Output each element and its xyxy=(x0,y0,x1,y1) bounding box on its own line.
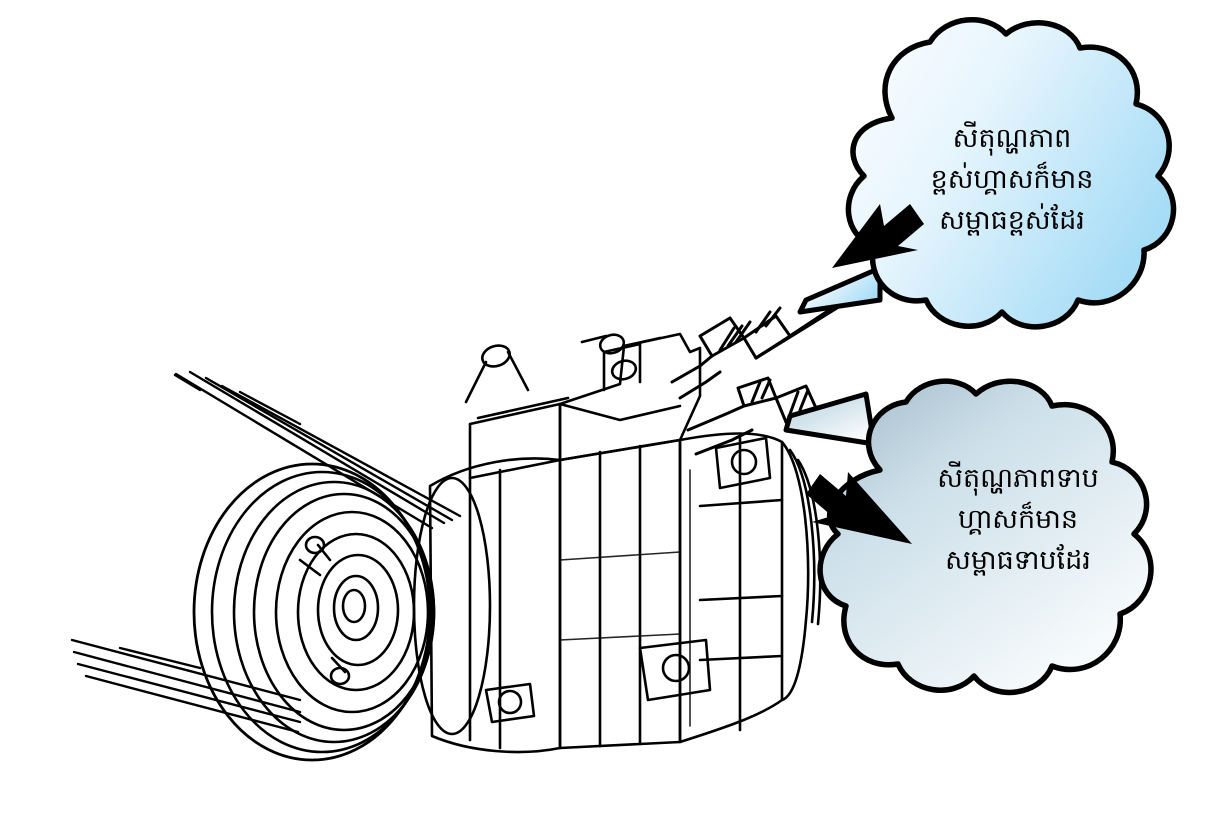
body-hatching xyxy=(559,469,691,741)
valve-boss-c xyxy=(610,359,638,381)
compressor-head-valve xyxy=(464,332,702,480)
valve-boss-b xyxy=(598,333,626,355)
mounting-lug-rear xyxy=(638,638,712,702)
callout-low-side-cloud xyxy=(817,378,1154,696)
arrow-up-left-icon xyxy=(806,472,912,544)
arrow-up-right-icon xyxy=(832,204,924,268)
clutch-boss-top xyxy=(304,535,326,555)
compressor-body xyxy=(412,432,822,754)
mounting-lug-front xyxy=(484,682,536,724)
callout-low-side-tail xyxy=(783,391,877,447)
mounting-lug-top xyxy=(714,436,772,490)
callout-high-side-tail xyxy=(797,265,883,315)
valve-boss-a xyxy=(481,344,511,368)
